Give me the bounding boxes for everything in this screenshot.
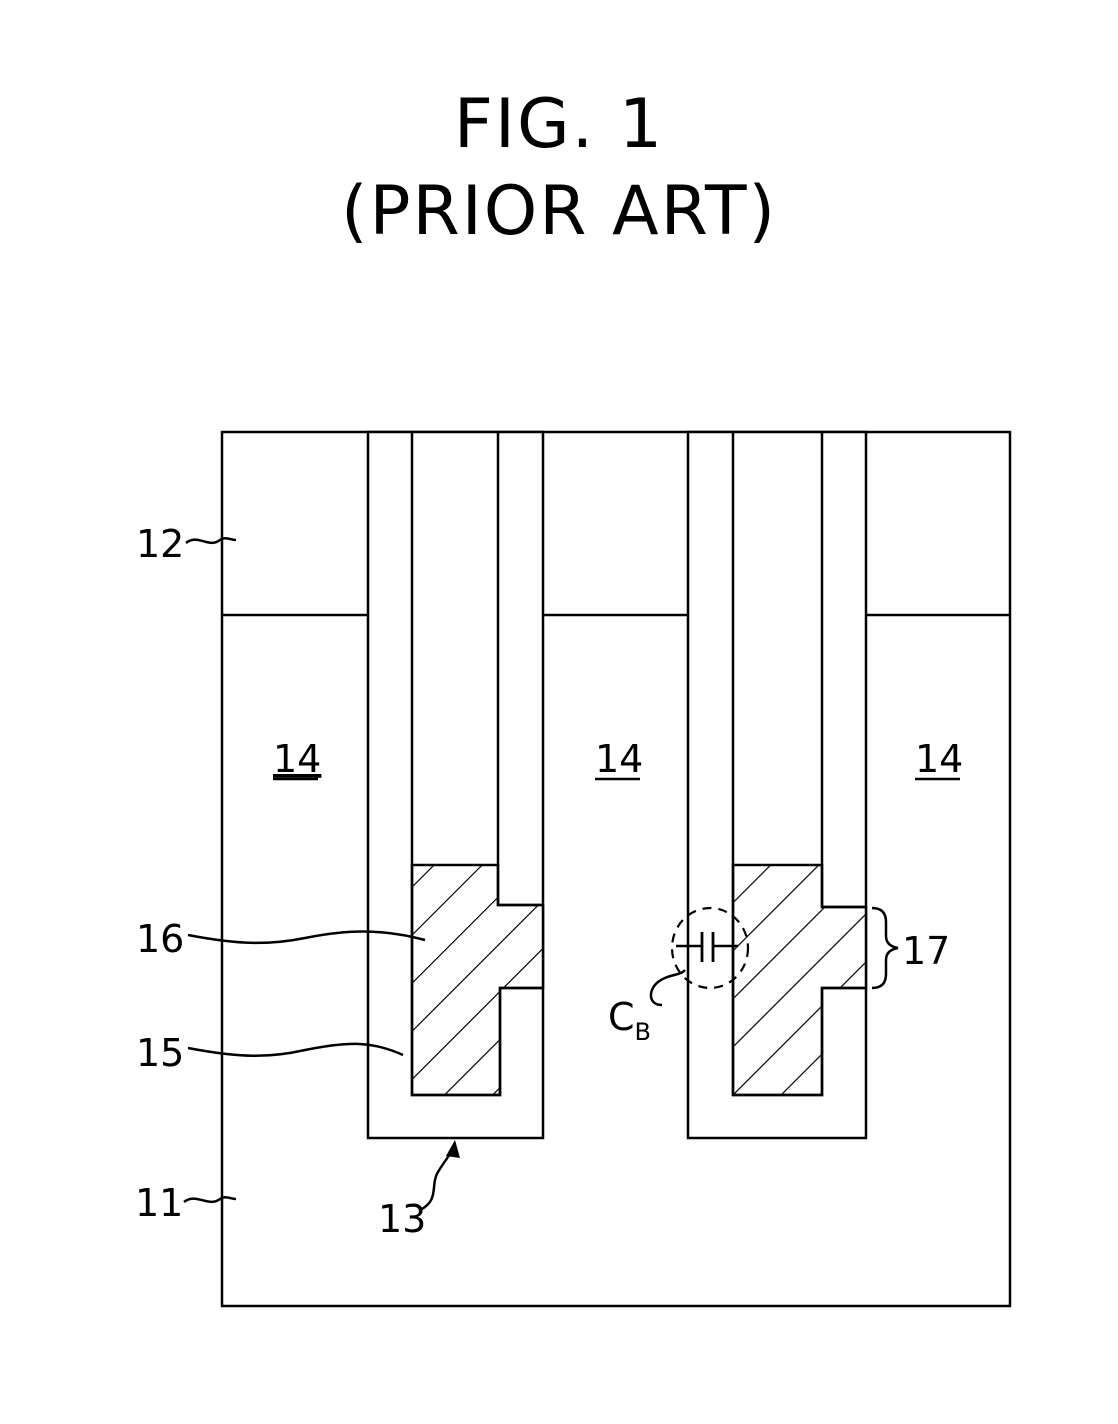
leader-capacitance: [651, 970, 685, 1005]
overlap-brace: [872, 908, 898, 988]
label-active-right: 14: [915, 737, 963, 781]
label-capacitance: CB: [608, 995, 651, 1046]
trench-right: [688, 432, 866, 1138]
leader-hard-mask: [186, 538, 236, 543]
substrate-outline: [222, 432, 1010, 1306]
leader-substrate: [184, 1197, 236, 1202]
trench-left: [368, 432, 543, 1138]
label-gate-insulation: 15: [136, 1031, 184, 1075]
label-trench: 13: [378, 1197, 426, 1241]
label-substrate: 11: [135, 1181, 183, 1225]
label-capacitance-subscript: B: [635, 1018, 651, 1046]
label-overlap-region: 17: [902, 929, 950, 973]
label-active-middle: 14: [595, 737, 643, 781]
label-gate-electrode: 16: [136, 917, 184, 961]
label-capacitance-letter: C: [608, 995, 635, 1039]
label-hard-mask: 12: [136, 522, 184, 566]
leader-trench-arrowhead: [446, 1140, 460, 1158]
label-active-left: 14: [273, 737, 321, 781]
